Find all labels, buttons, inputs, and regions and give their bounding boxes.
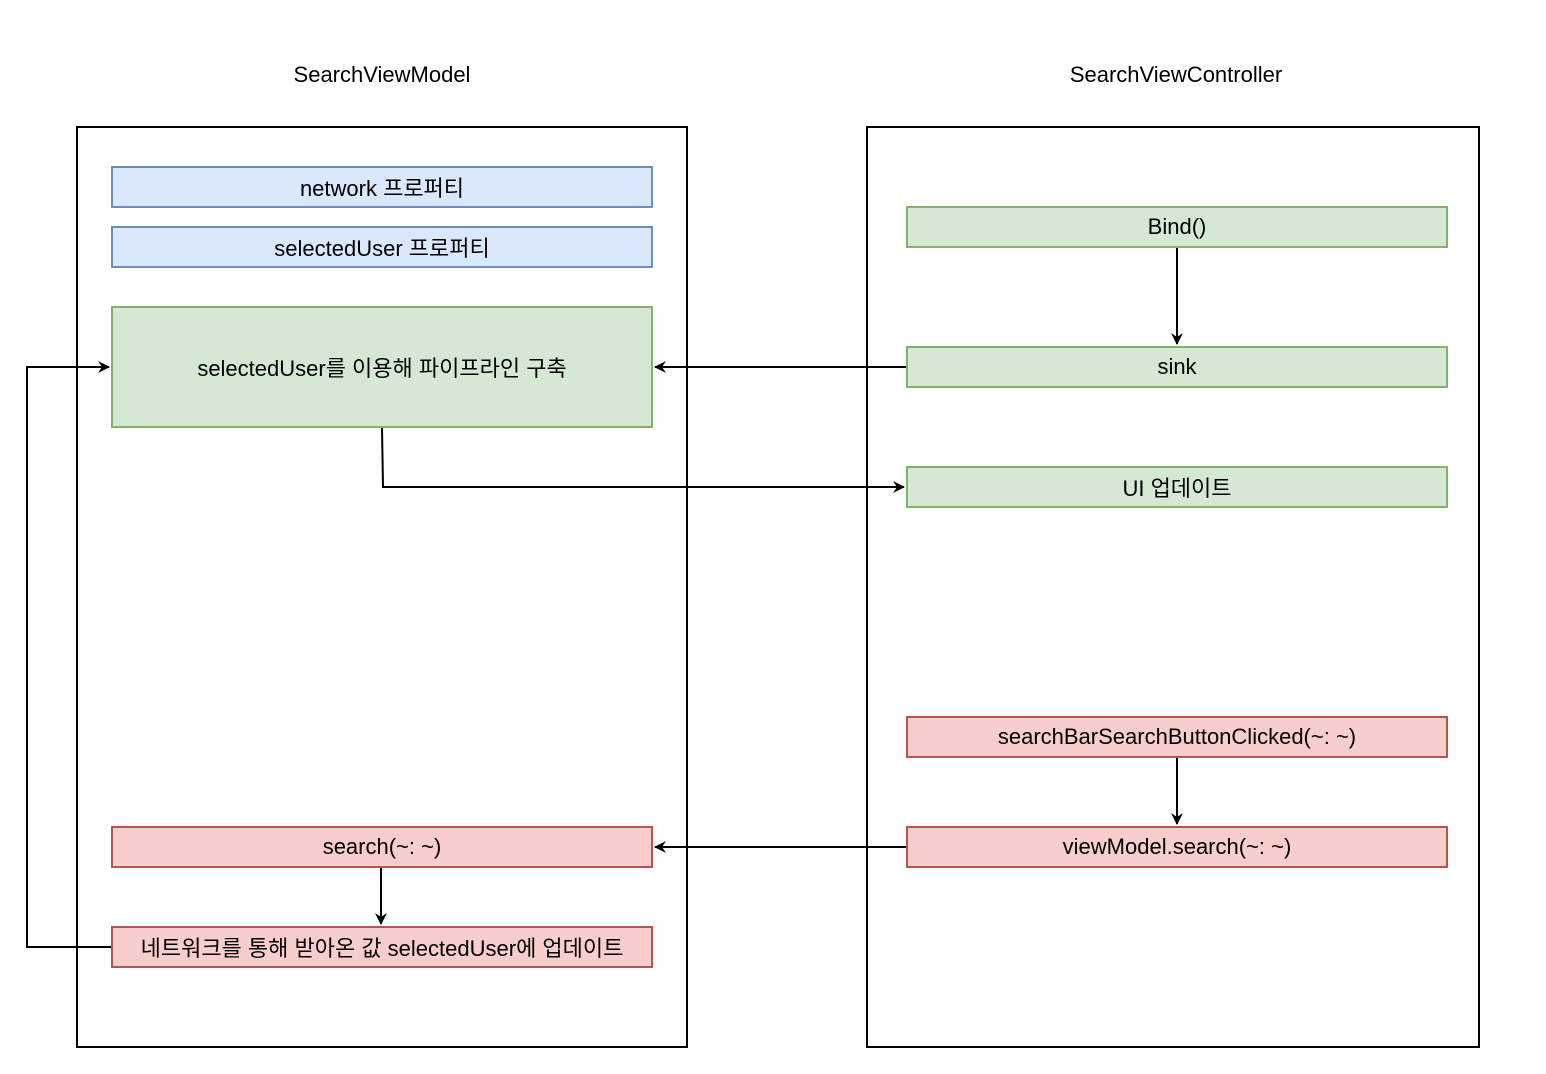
network-update-box: 네트워크를 통해 받아온 값 selectedUser에 업데이트 xyxy=(111,926,653,968)
arrow-network-update-to-pipeline xyxy=(26,361,111,948)
bind-box: Bind() xyxy=(906,206,1448,248)
search-method-box: search(~: ~) xyxy=(111,826,653,868)
arrow-pipeline-to-ui-update xyxy=(381,427,905,493)
viewmodel-search-box: viewModel.search(~: ~) xyxy=(906,826,1448,868)
ui-update-box: UI 업데이트 xyxy=(906,466,1448,508)
search-view-controller-container xyxy=(866,126,1480,1048)
network-property-box: network 프로퍼티 xyxy=(111,166,653,208)
search-button-clicked-box: searchBarSearchButtonClicked(~: ~) xyxy=(906,716,1448,758)
search-view-model-title: SearchViewModel xyxy=(293,62,471,87)
sink-box: sink xyxy=(906,346,1448,388)
search-view-controller-title: SearchViewController xyxy=(1069,62,1283,87)
selected-user-property-box: selectedUser 프로퍼티 xyxy=(111,226,653,268)
pipeline-box: selectedUser를 이용해 파이프라인 구축 xyxy=(111,306,653,428)
